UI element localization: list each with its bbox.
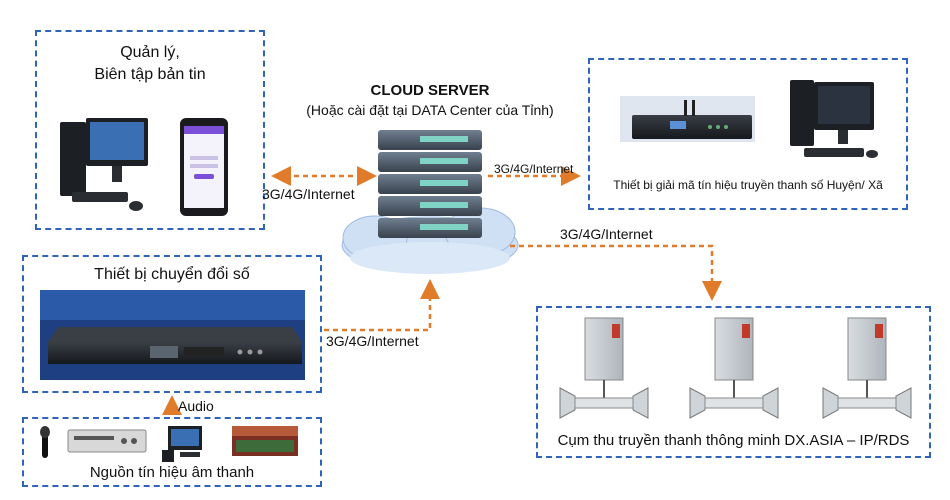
speakers-caption: Cụm thu truyền thanh thông minh DX.ASIA … xyxy=(557,432,910,449)
link-label-converter: 3G/4G/Internet xyxy=(326,333,419,349)
cloud-server-title: CLOUD SERVER xyxy=(370,82,490,99)
link-label-decoder: 3G/4G/Internet xyxy=(494,162,574,176)
decoder-caption: Thiết bị giải mã tín hiệu truyền thanh s… xyxy=(613,178,883,192)
speaker-cluster-2-icon xyxy=(689,317,779,419)
speaker-cluster-1-icon xyxy=(559,317,649,419)
decoder-box xyxy=(588,58,908,210)
link-label-speakers: 3G/4G/Internet xyxy=(560,226,653,242)
management-title-line1: Quản lý, xyxy=(120,44,180,61)
converter-title: Thiết bị chuyển đổi số xyxy=(94,266,250,283)
server-stack-icon xyxy=(378,130,482,238)
converter-box xyxy=(22,255,322,393)
sources-box xyxy=(22,417,322,487)
decoder-computer-icon xyxy=(790,80,878,158)
digital-converter-device-icon xyxy=(40,290,305,380)
source-computer-icon xyxy=(162,426,202,462)
decoder-device-icon xyxy=(620,96,755,142)
cloud-shape xyxy=(341,207,519,274)
link-label-management: 3G/4G/Internet xyxy=(262,186,355,202)
audio-mixer-icon xyxy=(67,429,147,453)
smartphone-icon xyxy=(180,118,228,216)
speaker-cluster-3-icon xyxy=(822,317,912,419)
sources-caption: Nguồn tín hiệu âm thanh xyxy=(89,464,255,481)
microphone-icon xyxy=(40,426,50,458)
link-label-audio: Audio xyxy=(178,398,214,414)
management-title-line2: Biên tập bản tin xyxy=(94,66,206,83)
desktop-computer-icon xyxy=(60,118,148,211)
link-converter-cloud xyxy=(324,279,440,332)
conference-room-icon xyxy=(232,426,298,456)
management-box xyxy=(35,30,265,230)
speakers-box xyxy=(536,306,931,458)
cloud-server-subtitle: (Hoặc cài đặt tại DATA Center của Tỉnh) xyxy=(306,102,554,118)
link-cloud-speakers xyxy=(510,244,722,301)
